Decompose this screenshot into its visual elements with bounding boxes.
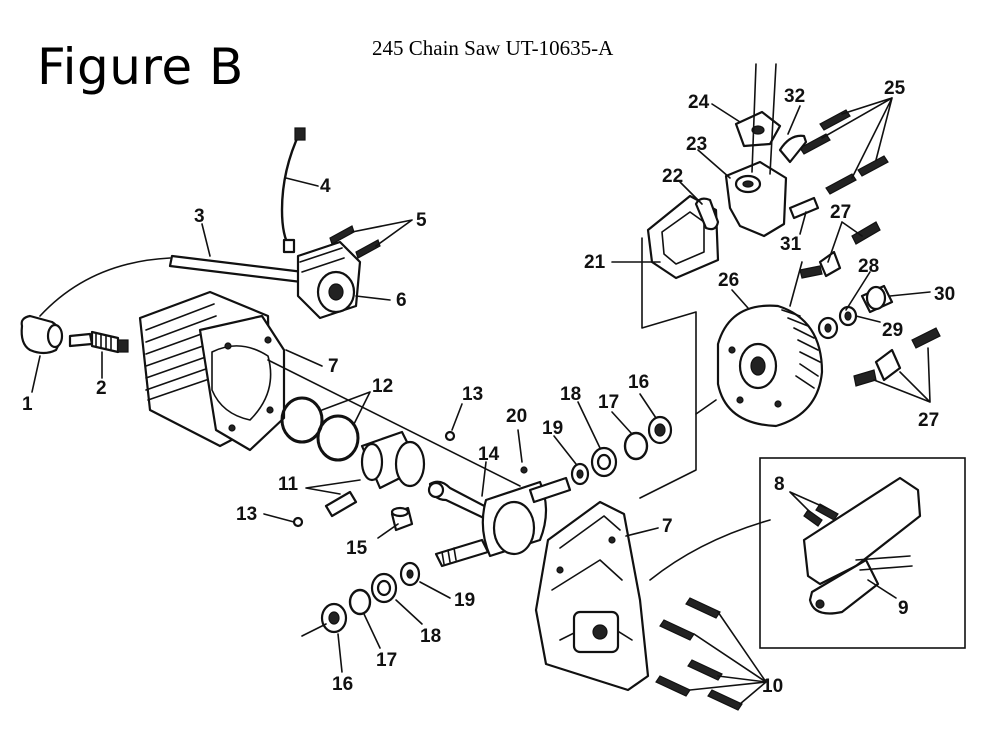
- high-tension-lead: [280, 127, 306, 254]
- flywheel-assembly-line: [695, 399, 717, 415]
- spark-plug: [68, 330, 129, 354]
- callout-19-upper: 19: [542, 418, 563, 439]
- callout-25: 25: [884, 78, 906, 99]
- ignition-lead-wire: [39, 257, 171, 317]
- flywheel: [716, 304, 824, 428]
- carburetor-adapter: [724, 160, 788, 238]
- piston-rings: [280, 396, 360, 462]
- thrust-washer-lower: [399, 561, 421, 587]
- pawl-assembly-line: [789, 261, 803, 307]
- crank-assembly-line: [267, 359, 521, 487]
- callout-24: 24: [688, 92, 710, 113]
- callout-16-lower: 16: [332, 674, 353, 695]
- adapter-bushing: [788, 196, 820, 220]
- callout-3: 3: [194, 206, 205, 227]
- callout-13-right: 13: [462, 384, 483, 405]
- callout-28: 28: [858, 256, 879, 277]
- piston: [360, 430, 426, 490]
- flat-washer: [817, 316, 839, 340]
- callout-19-lower: 19: [454, 590, 475, 611]
- crankcase-screws: [655, 597, 743, 711]
- pawl-screw-upper: [851, 221, 881, 245]
- flywheel-nut: [860, 284, 894, 314]
- guide-bar-detail: [802, 476, 922, 615]
- callout-30: 30: [934, 284, 955, 305]
- callout-18-lower: 18: [420, 626, 441, 647]
- callout-4: 4: [320, 176, 331, 197]
- throttle-link: [778, 134, 808, 164]
- callout-7-cylinder: 7: [328, 356, 339, 377]
- shaft-axis-line: [301, 623, 327, 637]
- callout-27-lower: 27: [918, 410, 939, 431]
- leader-lines: [31, 97, 931, 705]
- starter-pawl-upper: [799, 250, 842, 279]
- retaining-ring-upper: [623, 431, 649, 461]
- callout-6: 6: [396, 290, 407, 311]
- oil-seal-lower: [320, 602, 348, 634]
- callout-13-left: 13: [236, 504, 257, 525]
- callout-29: 29: [882, 320, 903, 341]
- callout-7-crankcase: 7: [662, 516, 673, 537]
- callout-31: 31: [780, 234, 802, 255]
- callout-17-lower: 17: [376, 650, 397, 671]
- carb-screws: [799, 109, 889, 195]
- crankcase: [534, 500, 650, 692]
- diagram-caption: 245 Chain Saw UT-10635-A: [372, 36, 614, 60]
- piston-pin: [324, 490, 358, 518]
- choke-rods: [751, 63, 777, 175]
- callout-18-upper: 18: [560, 384, 581, 405]
- piston-pin-clip: [292, 516, 304, 528]
- bar-studs: [803, 503, 839, 527]
- reed-plate: [734, 110, 782, 148]
- spark-plug-boot: [20, 314, 64, 355]
- ball-bearing-upper: [590, 446, 618, 478]
- callout-11: 11: [278, 474, 299, 495]
- thrust-washer-upper: [570, 462, 590, 486]
- gasket-small: [694, 197, 720, 231]
- callout-32: 32: [784, 86, 805, 107]
- callout-26: 26: [718, 270, 739, 291]
- callout-5: 5: [416, 210, 427, 231]
- callout-12: 12: [372, 376, 393, 397]
- ignition-module: [296, 240, 362, 320]
- callout-21: 21: [584, 252, 606, 273]
- callout-27-upper: 27: [830, 202, 851, 223]
- callout-23: 23: [686, 134, 707, 155]
- oil-seal-upper: [647, 415, 673, 445]
- callout-1: 1: [22, 394, 33, 415]
- callout-16-upper: 16: [628, 372, 649, 393]
- retaining-ring-lower: [348, 588, 372, 616]
- callout-17-upper: 17: [598, 392, 619, 413]
- ball-bearing-lower: [370, 572, 398, 604]
- piston-pin-clip-2: [444, 430, 456, 442]
- callout-22: 22: [662, 166, 683, 187]
- inset-leader-line: [649, 519, 771, 581]
- callout-8: 8: [774, 474, 785, 495]
- callout-15: 15: [346, 538, 368, 559]
- callout-10: 10: [762, 676, 783, 697]
- woodruff-key: [520, 466, 528, 474]
- lock-washer: [838, 305, 858, 327]
- callout-numbers: 1 2 3 4 5 6 7 7 8 9 10 11 12 13 13 14 15…: [22, 78, 955, 697]
- cylinder: [138, 290, 286, 452]
- callout-9: 9: [898, 598, 909, 619]
- crankshaft: [427, 476, 572, 568]
- carb-assembly-line: [639, 237, 697, 499]
- callout-20: 20: [506, 406, 527, 427]
- figure-label: Figure B: [37, 38, 244, 96]
- callout-14: 14: [478, 444, 500, 465]
- callout-2: 2: [96, 378, 107, 399]
